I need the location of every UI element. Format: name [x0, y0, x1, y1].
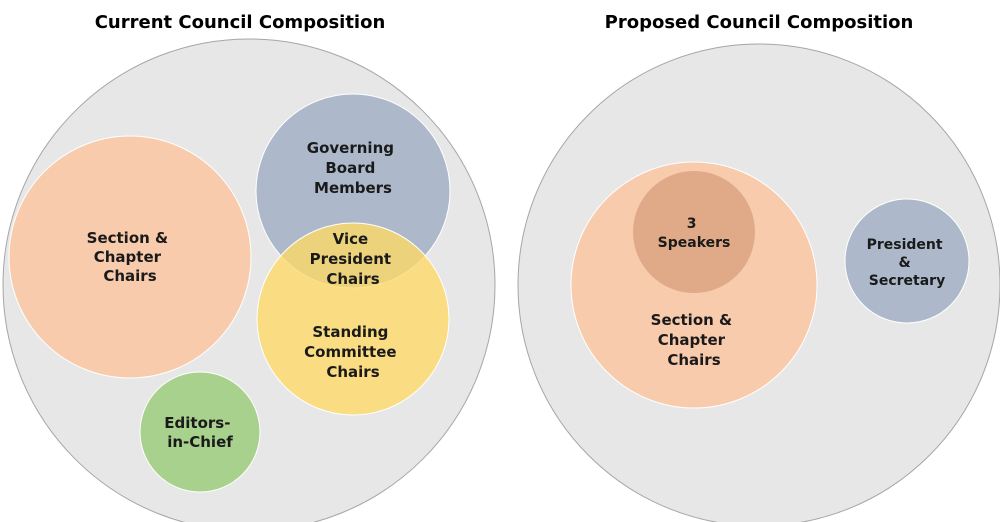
editors-circle	[139, 371, 261, 493]
vice-president-label: Vice President Chairs	[310, 230, 397, 288]
standing-committee-label: Standing Committee Chairs	[304, 323, 402, 381]
president-secretary-circle	[844, 198, 970, 324]
governing-board-label: Governing Board Members	[307, 139, 399, 197]
proposed-section-chapter-label: Section & Chapter Chairs	[651, 311, 738, 369]
president-secretary-label: President & Secretary	[867, 237, 948, 289]
speakers-circle	[633, 171, 755, 293]
current-composition: Section & Chapter Chairs Governing Board…	[2, 38, 496, 522]
editors-label: Editors- in-Chief	[164, 414, 235, 451]
section-chapter-circle	[8, 135, 252, 379]
proposed-title: Proposed Council Composition	[605, 12, 914, 33]
standing-committee-circle	[256, 222, 450, 416]
speakers-label: 3 Speakers	[658, 216, 731, 251]
section-chapter-label: Section & Chapter Chairs	[87, 229, 174, 285]
proposed-composition: 3 Speakers Section & Chapter Chairs Pres…	[517, 43, 1000, 522]
current-title: Current Council Composition	[95, 12, 386, 33]
